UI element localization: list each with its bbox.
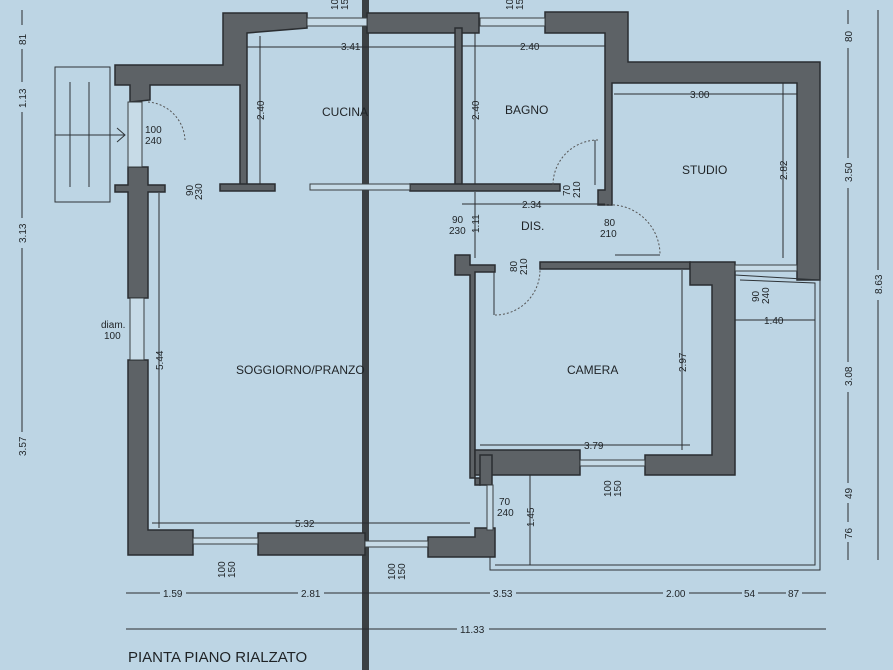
svg-text:49: 49 [844, 487, 855, 499]
svg-text:3.53: 3.53 [493, 589, 513, 600]
svg-text:87: 87 [788, 589, 800, 600]
svg-text:80: 80 [509, 260, 520, 272]
svg-text:150: 150 [515, 0, 526, 10]
svg-text:11.33: 11.33 [460, 625, 485, 636]
room-label-studio: STUDIO [682, 163, 727, 177]
svg-text:210: 210 [572, 181, 583, 198]
svg-text:8.63: 8.63 [874, 274, 885, 294]
svg-text:100: 100 [505, 0, 516, 10]
svg-text:2.00: 2.00 [666, 589, 686, 600]
dim-text: 1.11 [471, 214, 482, 233]
svg-text:240: 240 [497, 508, 514, 519]
svg-text:70: 70 [562, 184, 573, 196]
svg-text:90: 90 [751, 290, 762, 302]
svg-text:70: 70 [499, 497, 511, 508]
svg-text:240: 240 [761, 287, 772, 304]
svg-text:2.81: 2.81 [301, 589, 321, 600]
dim-text: 2.40 [471, 100, 482, 120]
svg-text:80: 80 [604, 218, 616, 229]
svg-text:81: 81 [18, 33, 29, 45]
svg-text:100: 100 [603, 480, 614, 497]
dim-text: 2.82 [779, 160, 790, 180]
svg-text:240: 240 [145, 136, 162, 147]
door-swings [147, 101, 661, 316]
svg-text:100: 100 [387, 563, 398, 580]
room-label-camera: CAMERA [567, 363, 618, 377]
room-label-cucina: CUCINA [322, 105, 368, 119]
outer-dimensions: 81 1.13 3.13 3.57 80 3.50 3.08 49 76 8.6… [16, 24, 885, 636]
svg-text:54: 54 [744, 589, 756, 600]
svg-text:150: 150 [397, 563, 408, 580]
svg-text:210: 210 [519, 258, 530, 275]
svg-text:100: 100 [217, 561, 228, 578]
svg-text:230: 230 [194, 183, 205, 200]
dim-text: 5.32 [295, 519, 315, 530]
dim-text: 2.40 [256, 100, 267, 120]
dim-text: 3.41 [341, 42, 361, 53]
svg-text:80: 80 [844, 30, 855, 42]
dim-text: 1.40 [764, 316, 784, 327]
svg-text:1.13: 1.13 [18, 88, 29, 108]
room-label-dis: DIS. [521, 219, 544, 233]
svg-text:3.08: 3.08 [844, 366, 855, 386]
dim-text: 5.44 [155, 350, 166, 370]
paper-fold [362, 0, 369, 670]
terrace-outline [489, 274, 821, 571]
dim-text: 1.45 [526, 507, 537, 527]
dim-text: 2.40 [520, 42, 540, 53]
room-label-soggiorno: SOGGIORNO/PRANZO [236, 363, 365, 377]
svg-text:100: 100 [145, 125, 162, 136]
room-label-bagno: BAGNO [505, 103, 548, 117]
svg-text:diam.: diam. [101, 320, 125, 331]
dim-text: 2.97 [678, 352, 689, 372]
svg-text:90: 90 [452, 215, 464, 226]
svg-text:150: 150 [340, 0, 351, 10]
windows [127, 17, 798, 548]
svg-text:150: 150 [227, 561, 238, 578]
svg-text:90: 90 [185, 184, 196, 196]
svg-text:3.13: 3.13 [18, 223, 29, 243]
dim-text: 2.34 [522, 200, 542, 211]
room-dimensions: 3.41 2.40 3.00 2.34 5.32 3.79 1.40 2.40 … [155, 42, 790, 530]
walls [114, 11, 821, 558]
svg-text:100: 100 [104, 331, 121, 342]
entrance-stairs [54, 66, 126, 203]
svg-text:150: 150 [613, 480, 624, 497]
svg-text:230: 230 [449, 226, 466, 237]
dim-text: 3.79 [584, 441, 604, 452]
plan-title: PIANTA PIANO RIALZATO [128, 649, 307, 666]
svg-text:3.50: 3.50 [844, 162, 855, 182]
svg-text:1.59: 1.59 [163, 589, 183, 600]
svg-text:3.57: 3.57 [18, 436, 29, 456]
svg-text:100: 100 [330, 0, 341, 10]
dim-text: 3.00 [690, 90, 710, 101]
svg-text:76: 76 [844, 527, 855, 539]
svg-text:210: 210 [600, 229, 617, 240]
